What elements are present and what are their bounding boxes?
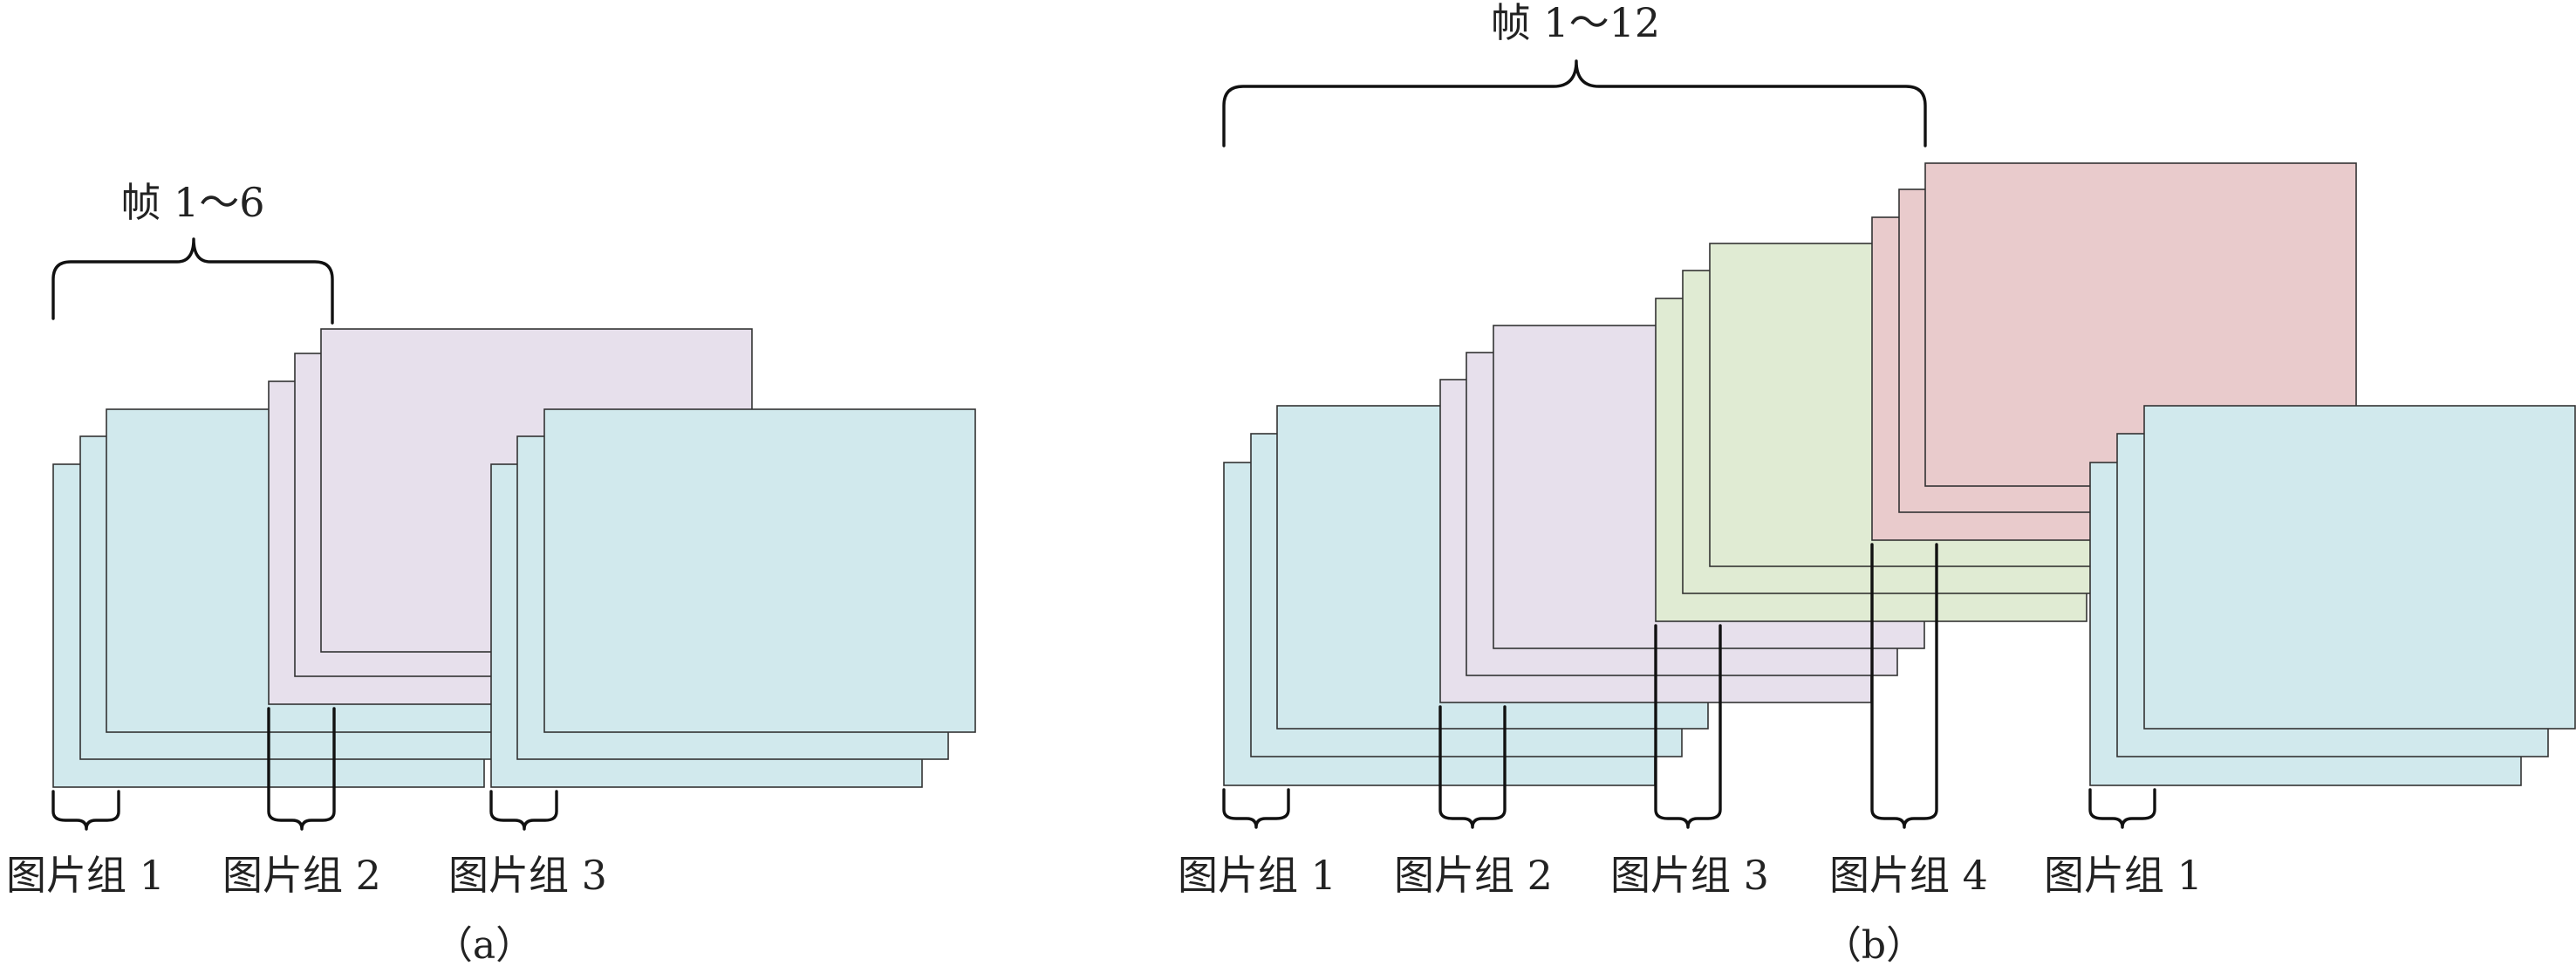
gop-label: 图片组 2 bbox=[222, 852, 381, 899]
panel-caption: （b） bbox=[1823, 923, 1924, 968]
gop-label: 图片组 3 bbox=[1610, 852, 1769, 899]
gop-bracket bbox=[267, 707, 336, 831]
gop-bracket bbox=[2088, 788, 2156, 829]
frame bbox=[2143, 405, 2576, 730]
gop-bracket bbox=[1222, 788, 1290, 829]
gop-label: 图片组 4 bbox=[1829, 852, 1988, 899]
frame-range-label: 帧 1～12 bbox=[1491, 0, 1660, 46]
gop-bracket bbox=[1870, 543, 1938, 829]
frame bbox=[543, 408, 976, 733]
gop-label: 图片组 3 bbox=[448, 852, 607, 899]
gop-bracket bbox=[1438, 705, 1507, 829]
gop-label: 图片组 1 bbox=[6, 852, 165, 899]
gop-label: 图片组 1 bbox=[1178, 852, 1336, 899]
panel-caption: （a） bbox=[434, 923, 534, 968]
gop-bracket bbox=[1654, 624, 1722, 829]
gop-bracket bbox=[489, 790, 558, 831]
frame-range-brace bbox=[51, 237, 334, 325]
gop-label: 图片组 2 bbox=[1394, 852, 1553, 899]
frame-range-brace bbox=[1222, 59, 1927, 147]
panel-b-gop-1b-stack bbox=[2089, 405, 2576, 786]
panel-a-gop-3-stack bbox=[490, 408, 976, 788]
panel-a: 帧 1～6 图片组 1 图片组 2 图片组 3 （a） bbox=[6, 179, 976, 968]
frame-range-label: 帧 1～6 bbox=[120, 179, 264, 226]
gop-label: 图片组 1 bbox=[2044, 852, 2203, 899]
panel-b: 帧 1～12 图片组 1 图片组 2 图片组 3 图片组 4 图片组 1 （b） bbox=[1178, 0, 2576, 968]
gop-bracket bbox=[51, 790, 120, 831]
